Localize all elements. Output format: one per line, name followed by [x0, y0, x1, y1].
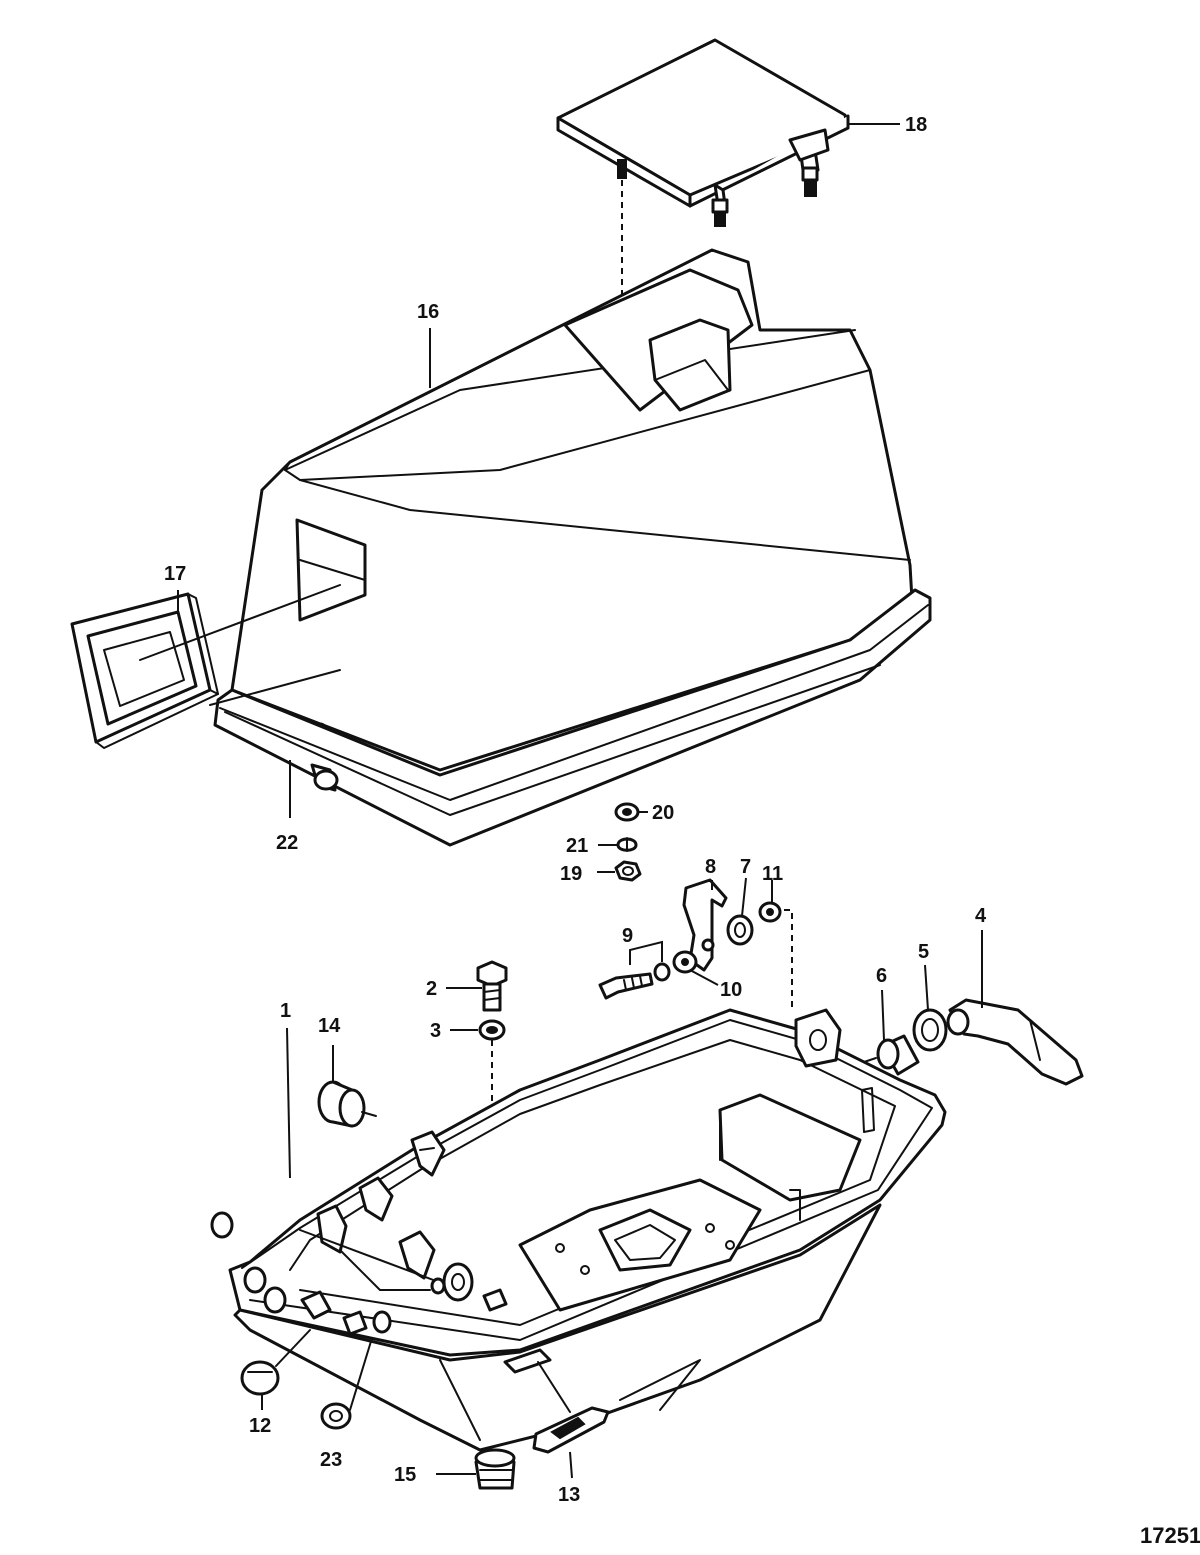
spring-washer-part: [726, 914, 754, 946]
callout-8: 8: [705, 856, 716, 878]
callout-13: 13: [558, 1484, 580, 1506]
callout-20: 20: [652, 802, 674, 824]
lock-washer-21-part: [616, 837, 638, 852]
slot-cover-part: [532, 1406, 610, 1454]
drain-plug-part: [474, 1448, 516, 1490]
callout-4: 4: [975, 905, 987, 927]
nut-19-part: [614, 860, 642, 882]
plug-12-part: [240, 1360, 280, 1396]
callout-23: 23: [320, 1449, 342, 1471]
latch-bracket-part: [682, 878, 728, 972]
top-access-cover-part: [556, 38, 850, 227]
callout-16: 16: [417, 301, 439, 323]
callout-14: 14: [318, 1015, 341, 1037]
grommet-14-part: [317, 1080, 366, 1128]
callout-3: 3: [430, 1020, 441, 1042]
screw-2-part: [476, 960, 508, 1012]
callout-10: 10: [720, 979, 742, 1001]
callout-19: 19: [560, 863, 582, 885]
washer-10-part: [672, 950, 698, 974]
washer-11-part: [758, 901, 782, 923]
callout-2: 2: [426, 978, 437, 1000]
washer-23-part: [320, 1402, 352, 1430]
screw-9-part: [598, 962, 671, 1000]
top-cowl-part: [213, 248, 932, 847]
bottom-cowl-part: [210, 1008, 947, 1452]
callout-1: 1: [280, 1000, 291, 1022]
figure-reference-number: 17251: [1140, 1523, 1200, 1548]
window-seal-part: [70, 592, 219, 749]
callout-17: 17: [164, 563, 186, 585]
callout-7: 7: [740, 856, 751, 878]
callout-9: 9: [622, 925, 633, 947]
lever-handle-part: [946, 998, 1084, 1086]
seal-5-part: [912, 1008, 948, 1052]
washer-3-part: [478, 1019, 506, 1041]
callout-15: 15: [394, 1464, 416, 1486]
callout-18: 18: [905, 114, 927, 136]
callout-22: 22: [276, 832, 298, 854]
callout-21: 21: [566, 835, 588, 857]
callout-6: 6: [876, 965, 887, 987]
bushing-6-part: [876, 1034, 920, 1076]
washer-20-part: [614, 802, 640, 822]
callout-5: 5: [918, 941, 929, 963]
callout-12: 12: [249, 1415, 271, 1437]
callout-11: 11: [762, 863, 783, 885]
